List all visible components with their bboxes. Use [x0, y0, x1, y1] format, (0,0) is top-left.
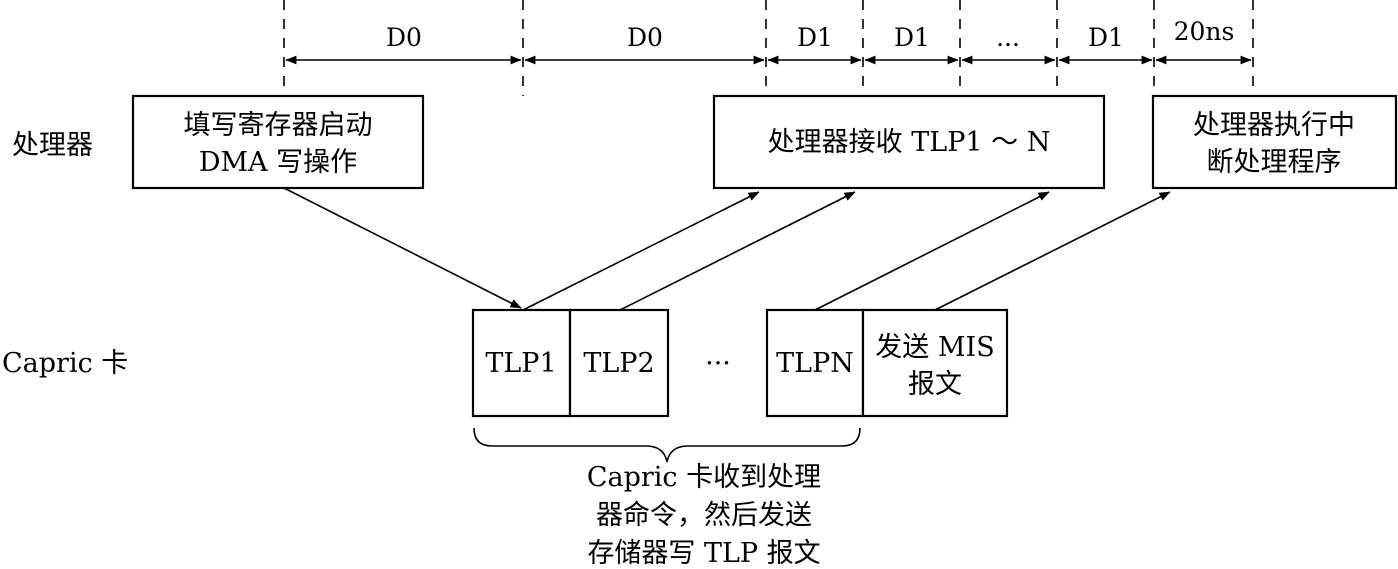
card-packets: TLP1 TLP2 ··· TLPN 发送 MIS 报文 [471, 308, 1009, 418]
packet-tlpn-label: TLPN [776, 348, 854, 379]
packet-msi-label: 发送 MIS [875, 332, 994, 363]
row-label-card: Capric 卡 [2, 348, 128, 379]
box-line: 处理器执行中 [1193, 110, 1355, 141]
caption-line: 存储器写 TLP 报文 [587, 538, 820, 569]
box-line: 填写寄存器启动 [184, 110, 373, 141]
processor-box-interrupt: 处理器执行中 断处理程序 [1151, 94, 1398, 190]
segment-label: ... [996, 23, 1020, 52]
arrow-tlpn-to-processor [814, 191, 1050, 311]
arrow-dma-to-tlp1 [283, 187, 522, 309]
timing-dimensions: D0 D0 D1 D1 ... D1 20ns [285, 17, 1252, 65]
segment-label: D0 [627, 23, 663, 52]
segment-label: D0 [386, 23, 422, 52]
caption-line: 器命令，然后发送 [596, 500, 812, 531]
packet-ellipsis: ··· [705, 348, 731, 379]
arrow-msi-to-interrupt [934, 191, 1171, 311]
packet-msi-label: 报文 [908, 369, 962, 400]
packet-msi-box [861, 308, 1009, 418]
segment-label: D1 [1088, 23, 1124, 52]
packet-brace [473, 427, 861, 463]
box-line: 断处理程序 [1207, 147, 1342, 178]
segment-label: D1 [797, 23, 833, 52]
box-line: DMA 写操作 [199, 147, 357, 178]
segment-label: 20ns [1174, 17, 1235, 46]
processor-box-start-dma: 填写寄存器启动 DMA 写操作 [131, 94, 425, 190]
arrow-tlp2-to-processor [619, 191, 856, 311]
packet-tlp2-box [568, 308, 670, 418]
packet-tlp1-label: TLP1 [485, 348, 556, 379]
packet-tlp2-label: TLP2 [583, 348, 654, 379]
row-label-processor: 处理器 [12, 130, 93, 161]
brace-caption: Capric 卡收到处理 器命令，然后发送 存储器写 TLP 报文 [587, 462, 821, 569]
processor-box-receive-tlp: 处理器接收 TLP1 ～ N [712, 94, 1106, 190]
arrow-tlp1-to-processor [522, 191, 760, 311]
timing-guides [283, 0, 1254, 96]
flow-arrows [283, 187, 1171, 311]
segment-label: D1 [894, 23, 930, 52]
caption-line: Capric 卡收到处理 [587, 462, 821, 493]
box-line: 处理器接收 TLP1 ～ N [768, 127, 1051, 158]
